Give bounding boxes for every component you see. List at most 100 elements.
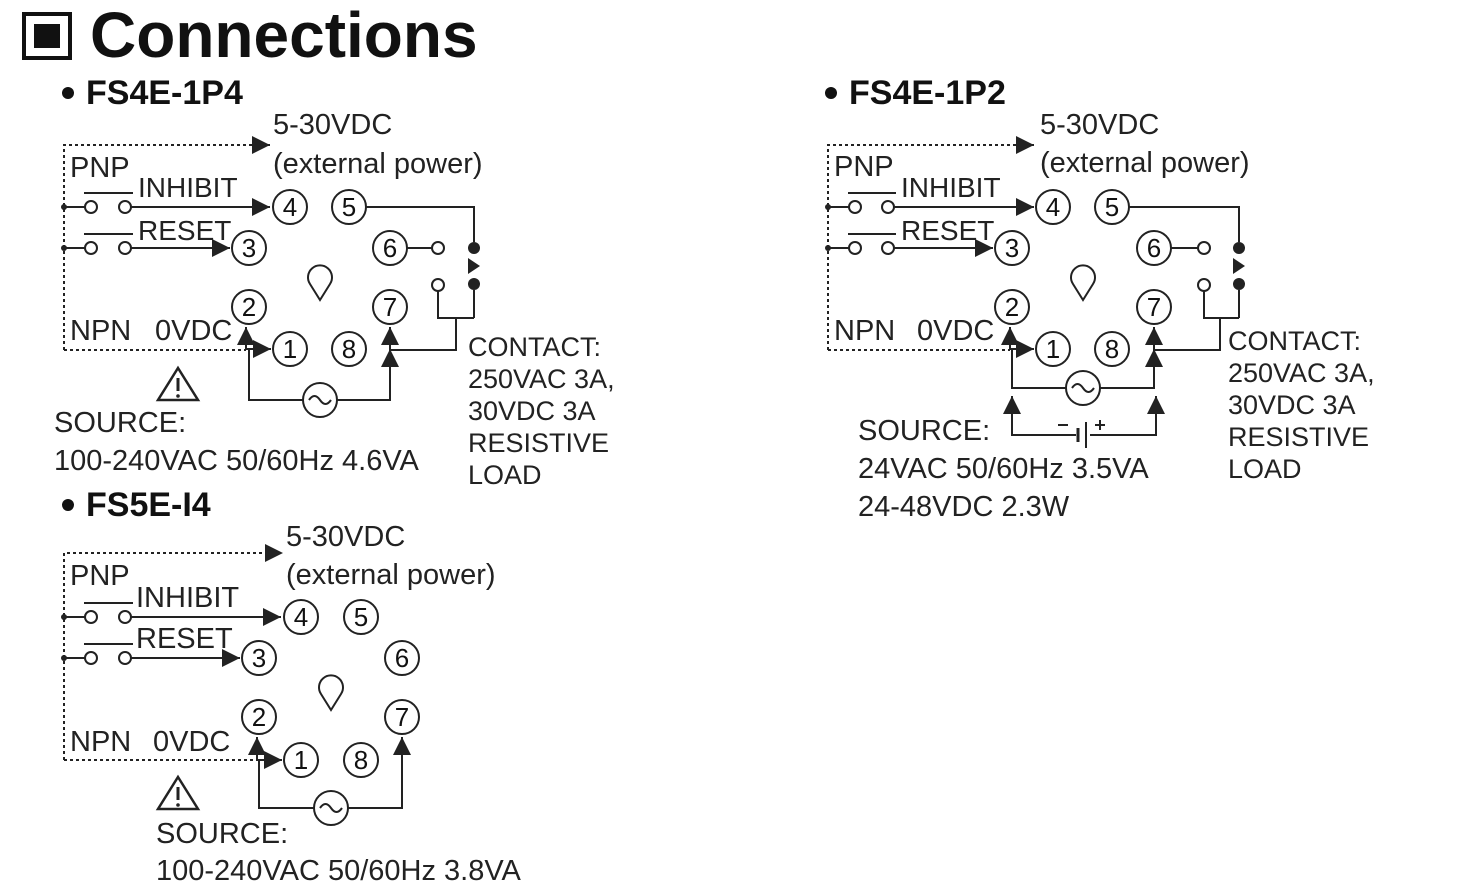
svg-text:6: 6 (395, 643, 409, 673)
svg-text:250VAC 3A,: 250VAC 3A, (1228, 358, 1375, 388)
svg-text:7: 7 (1147, 292, 1161, 322)
svg-text:2: 2 (252, 702, 266, 732)
svg-text:250VAC 3A,: 250VAC 3A, (468, 364, 615, 394)
diagram-fs4e-1p4: FS4E-1P4 5-30VDC (external power) PNP NP… (54, 74, 615, 490)
pin-1: 1 (272, 331, 308, 367)
ac-source-icon (302, 382, 338, 418)
supply-label: 5-30VDC (286, 521, 405, 553)
supply-note: (external power) (286, 559, 496, 591)
svg-text:7: 7 (383, 292, 397, 322)
svg-text:5: 5 (1105, 192, 1119, 222)
pnp-dashed-line (827, 136, 1034, 350)
npn-label: NPN (70, 315, 131, 347)
socket-key-icon (318, 674, 344, 712)
model-title: FS5E-I4 (86, 486, 211, 524)
svg-text:3: 3 (242, 233, 256, 263)
pin-7: 7 (1136, 289, 1172, 325)
source-value: 100-240VAC 50/60Hz 4.6VA (54, 445, 420, 477)
ac-source-icon (313, 790, 349, 826)
svg-text:1: 1 (1046, 334, 1060, 364)
pin-5: 5 (1094, 189, 1130, 225)
pin-3: 3 (231, 230, 267, 266)
pnp-dashed-line (63, 136, 270, 350)
diagram-fs4e-1p2: FS4E-1P2 5-30VDC (external power) PNP NP… (825, 74, 1375, 523)
pin-2: 2 (231, 289, 267, 325)
supply-label: 5-30VDC (1040, 109, 1159, 141)
zero-vdc-label: 0VDC (153, 726, 230, 758)
diagram-fs5e-i4: FS5E-I4 5-30VDC (external power) PNP NPN… (61, 486, 522, 887)
svg-text:4: 4 (294, 602, 308, 632)
contact-rating: CONTACT: 250VAC 3A, 30VDC 3A RESISTIVE L… (1228, 326, 1375, 484)
pin-6: 6 (372, 230, 408, 266)
inhibit-label: INHIBIT (136, 582, 239, 614)
svg-text:2: 2 (1005, 292, 1019, 322)
svg-text:30VDC 3A: 30VDC 3A (468, 396, 596, 426)
pin-1: 1 (1035, 331, 1071, 367)
pin-5: 5 (343, 599, 379, 635)
pin-4: 4 (272, 189, 308, 225)
reset-label: RESET (138, 215, 231, 246)
bullet-icon (62, 87, 74, 99)
pin-2: 2 (241, 699, 277, 735)
source-label: SOURCE: (156, 818, 288, 850)
bullet-icon (825, 87, 837, 99)
svg-text:4: 4 (283, 192, 297, 222)
contact-rating: CONTACT: 250VAC 3A, 30VDC 3A RESISTIVE L… (468, 332, 615, 490)
model-title: FS4E-1P4 (86, 74, 243, 112)
svg-text:30VDC 3A: 30VDC 3A (1228, 390, 1356, 420)
supply-label: 5-30VDC (273, 109, 392, 141)
socket-key-icon (307, 264, 333, 302)
pin-3: 3 (241, 640, 277, 676)
svg-text:8: 8 (1105, 334, 1119, 364)
svg-text:2: 2 (242, 292, 256, 322)
supply-note: (external power) (273, 148, 483, 180)
pin-6: 6 (384, 640, 420, 676)
svg-text:8: 8 (342, 334, 356, 364)
socket-key-icon (1070, 264, 1096, 302)
warning-triangle-icon (155, 774, 201, 811)
inhibit-label: INHIBIT (138, 172, 238, 203)
source-label: SOURCE: (858, 415, 990, 447)
npn-label: NPN (70, 726, 131, 758)
npn-label: NPN (834, 315, 895, 347)
source-label: SOURCE: (54, 407, 186, 439)
svg-text:CONTACT:: CONTACT: (1228, 326, 1361, 356)
source-value-dc: 24-48VDC 2.3W (858, 491, 1070, 523)
svg-text:LOAD: LOAD (1228, 454, 1302, 484)
pin-8: 8 (331, 331, 367, 367)
pin-7: 7 (372, 289, 408, 325)
svg-text:7: 7 (395, 702, 409, 732)
svg-text:RESISTIVE: RESISTIVE (468, 428, 609, 458)
reset-label: RESET (901, 215, 994, 246)
svg-text:5: 5 (342, 192, 356, 222)
pnp-dashed-line (63, 544, 283, 760)
svg-text:8: 8 (354, 745, 368, 775)
svg-text:4: 4 (1046, 192, 1060, 222)
page-title: Connections (90, 0, 478, 71)
pnp-label: PNP (834, 151, 894, 183)
source-value-ac: 24VAC 50/60Hz 3.5VA (858, 453, 1149, 485)
model-title: FS4E-1P2 (849, 74, 1006, 112)
pin-1: 1 (283, 742, 319, 778)
reset-label: RESET (136, 623, 233, 655)
pin-8: 8 (1094, 331, 1130, 367)
pin-3: 3 (994, 230, 1030, 266)
svg-text:CONTACT:: CONTACT: (468, 332, 601, 362)
supply-note: (external power) (1040, 147, 1250, 179)
pin-5: 5 (331, 189, 367, 225)
svg-text:RESISTIVE: RESISTIVE (1228, 422, 1369, 452)
zero-vdc-label: 0VDC (917, 315, 994, 347)
pin-7: 7 (384, 699, 420, 735)
pin-4: 4 (283, 599, 319, 635)
ac-source-icon (1065, 370, 1101, 406)
pin-6: 6 (1136, 230, 1172, 266)
pnp-label: PNP (70, 560, 130, 592)
pnp-label: PNP (70, 152, 130, 184)
zero-vdc-label: 0VDC (155, 315, 232, 347)
dc-source-icon (1058, 420, 1105, 448)
svg-text:1: 1 (283, 334, 297, 364)
svg-text:5: 5 (354, 602, 368, 632)
svg-text:LOAD: LOAD (468, 460, 542, 490)
source-value: 100-240VAC 50/60Hz 3.8VA (156, 855, 522, 887)
relay-contact-icon (456, 242, 480, 319)
